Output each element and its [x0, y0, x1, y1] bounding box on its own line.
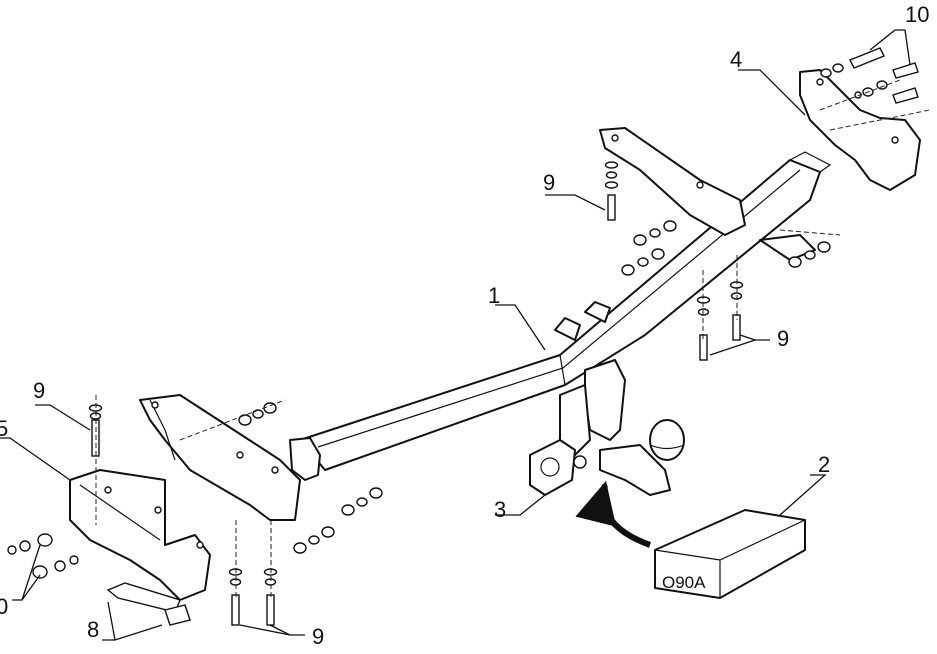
- callout-9-left: 9: [33, 378, 45, 403]
- callout-5: 5: [0, 416, 8, 441]
- tow-ball-assembly: [559, 359, 685, 496]
- callout-2: 2: [818, 452, 830, 477]
- bolts-and-washers: [7, 47, 931, 626]
- callout-1: 1: [488, 283, 500, 308]
- callout-3: 3: [494, 497, 506, 522]
- callout-9-right: 9: [777, 326, 789, 351]
- socket-plate: [529, 439, 587, 496]
- callout-8: 8: [87, 617, 99, 642]
- left-side-bracket: [69, 394, 301, 601]
- callout-10-right: 10: [905, 2, 929, 27]
- callout-10-left: 0: [0, 594, 8, 619]
- install-arrow: [575, 480, 652, 548]
- callout-9-bottom: 9: [312, 624, 324, 649]
- right-side-bracket: [599, 69, 921, 261]
- electrical-kit-box: [654, 509, 806, 599]
- cross-beam: [289, 151, 832, 481]
- callout-9-top: 9: [543, 170, 555, 195]
- box-code-label: O90A: [662, 573, 706, 592]
- callout-4: 4: [730, 47, 742, 72]
- leader-lines: [0, 29, 911, 641]
